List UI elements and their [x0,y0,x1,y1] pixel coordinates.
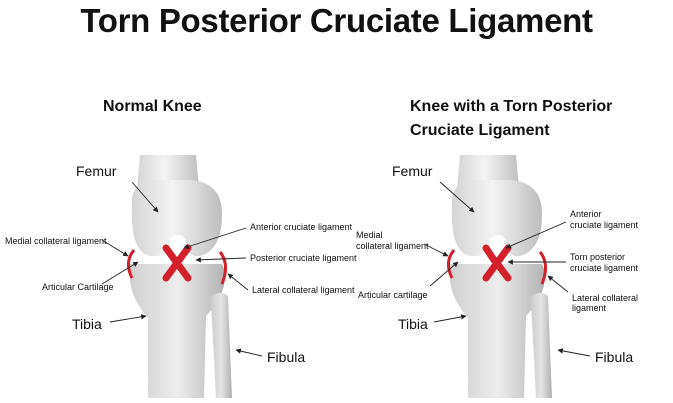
right-articular-label: Articular cartilage [358,290,428,300]
left-panel-heading: Normal Knee [103,98,202,115]
right-acl-label-line1: Anterior [570,209,602,219]
right-fibula-label: Fibula [595,349,634,365]
right-medial-label-line1: Medial [356,230,383,240]
page-title: Torn Posterior Cruciate Ligament [80,2,593,39]
right-acl-label-line2: cruciate ligament [570,220,639,230]
left-knee-illustration [127,155,232,398]
right-lateral-collateral-label: Lateral collateral ligament [572,293,639,313]
right-panel-heading-line1: Knee with a Torn Posterior [410,98,613,115]
left-knee-pointers [101,181,263,357]
right-tibia-label: Tibia [398,316,428,332]
right-pcl-label-line2: cruciate ligament [570,263,639,273]
right-knee-illustration [447,155,552,398]
left-lateral-collateral-label: Lateral collateral ligament [252,285,355,295]
left-pcl-label: Posterior cruciate ligament [250,253,357,263]
left-articular-label: Articular Cartilage [42,282,114,292]
left-tibia-label: Tibia [72,316,102,332]
left-acl-label: Anterior cruciate ligament [250,222,353,232]
right-medial-label-line2: collateral ligament [356,241,429,251]
left-fibula-label: Fibula [267,349,306,365]
right-knee-pointers [423,181,591,357]
left-femur-label: Femur [76,163,117,179]
left-medial-collateral-label: Medial collateral ligament [5,236,107,246]
right-pcl-label-line1: Torn posterior [570,252,626,262]
right-panel-heading-line2: Cruciate Ligament [410,122,550,139]
right-femur-label: Femur [392,163,433,179]
